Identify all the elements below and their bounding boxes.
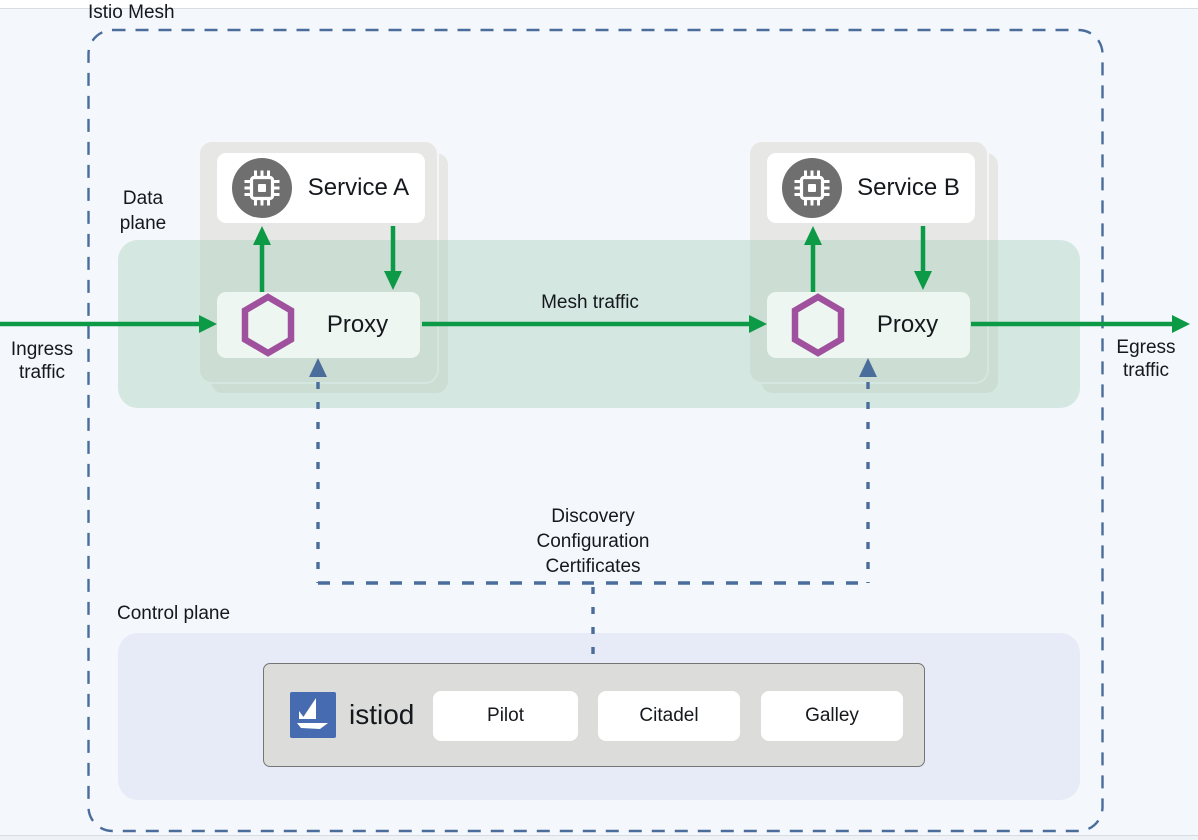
istiod-label: istiod bbox=[349, 699, 415, 730]
proxy-b-box: Proxy bbox=[767, 292, 970, 358]
service-b-label: Service B bbox=[857, 174, 960, 201]
proxy-a-label: Proxy bbox=[326, 311, 389, 338]
connection-line-configuration: Configuration bbox=[536, 531, 650, 552]
connection-line-certificates: Certificates bbox=[545, 556, 641, 577]
service-b-box: Service B bbox=[767, 153, 975, 223]
page-top-edge bbox=[0, 0, 1198, 9]
proxy-a-box: Proxy bbox=[217, 292, 420, 358]
galley-box: Galley bbox=[761, 691, 903, 741]
mesh-traffic-label: Mesh traffic bbox=[541, 292, 639, 313]
chip-icon bbox=[782, 158, 842, 218]
ingress-traffic-label: Ingress traffic bbox=[10, 339, 74, 383]
connection-line-discovery: Discovery bbox=[551, 506, 635, 527]
control-connection-label: Discovery Configuration Certificates bbox=[493, 504, 693, 579]
envoy-hexagon-icon bbox=[791, 293, 845, 357]
citadel-box: Citadel bbox=[598, 691, 740, 741]
service-a-box: Service A bbox=[217, 153, 425, 223]
pilot-box: Pilot bbox=[433, 691, 578, 741]
envoy-hexagon-icon bbox=[241, 293, 295, 357]
chip-icon bbox=[232, 158, 292, 218]
page-bottom-edge bbox=[0, 835, 1198, 840]
mesh-title: Istio Mesh bbox=[88, 2, 175, 23]
data-plane-label: Data plane bbox=[119, 188, 167, 234]
istio-sail-icon bbox=[290, 692, 336, 738]
service-a-label: Service A bbox=[307, 174, 410, 201]
egress-traffic-label: Egress traffic bbox=[1116, 337, 1176, 381]
proxy-b-label: Proxy bbox=[876, 311, 939, 338]
control-plane-label: Control plane bbox=[117, 603, 231, 624]
